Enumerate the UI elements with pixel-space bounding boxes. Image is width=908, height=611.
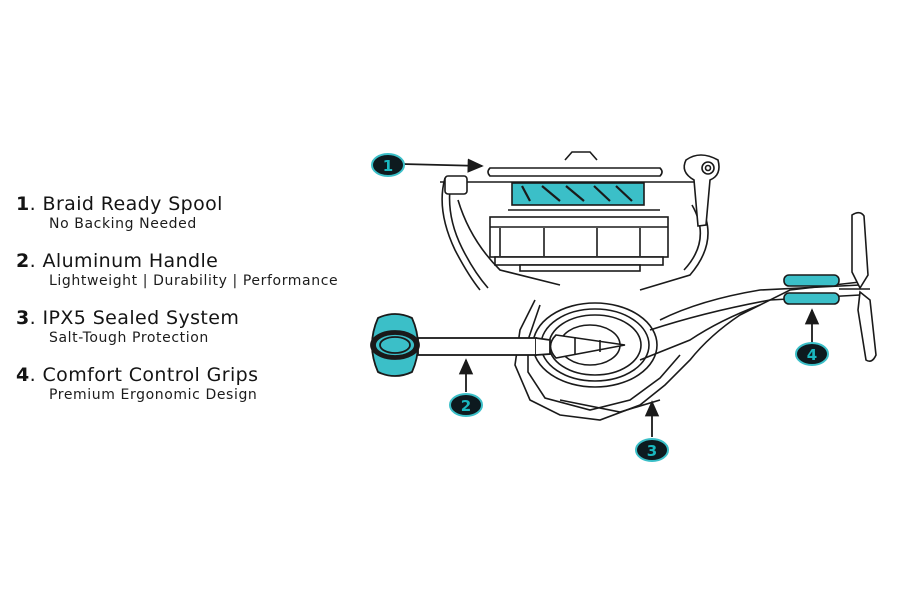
callout-badge-1: 1 [371,153,405,177]
grip-bottom [783,292,840,305]
bail [441,154,720,291]
reel-body [514,281,861,421]
feature-number: 2 [16,250,30,272]
feature-title: 3. IPX5 Sealed System [16,307,240,329]
callout-arrows [401,158,820,437]
feature-subtitle: No Backing Needed [49,216,197,232]
callout-badge-2: 2 [449,393,483,417]
feature-item-4: 4. Comfort Control Grips Premium Ergonom… [16,364,338,404]
callout-badge-3: 3 [635,438,669,462]
svg-text:3: 3 [647,442,657,460]
feature-item-3: 3. IPX5 Sealed System Salt-Tough Protect… [16,307,338,347]
feature-number: 3 [16,307,30,329]
svg-text:4: 4 [807,346,817,364]
arrow-1 [401,158,484,173]
feature-subtitle: Lightweight | Durability | Performance [49,273,339,289]
feature-title-text: Braid Ready Spool [42,193,223,215]
feature-title: 4. Comfort Control Grips [16,364,259,386]
spool [440,151,700,272]
feature-title: 1. Braid Ready Spool [16,193,223,215]
feature-title: 2. Aluminum Handle [16,250,219,272]
feature-number: 4 [16,364,30,386]
grips [783,211,877,362]
feature-title-text: IPX5 Sealed System [42,307,240,329]
feature-item-1: 1. Braid Ready Spool No Backing Needed [16,193,338,233]
feature-title-text: Aluminum Handle [42,250,219,272]
feature-subtitle: Salt-Tough Protection [49,330,209,346]
feature-number: 1 [16,193,30,215]
feature-list: 1. Braid Ready Spool No Backing Needed 2… [16,193,338,421]
feature-item-2: 2. Aluminum Handle Lightweight | Durabil… [16,250,338,290]
callout-badge-4: 4 [795,342,829,366]
svg-text:2: 2 [461,397,471,415]
handle [370,313,551,377]
grip-top [783,274,840,287]
feature-title-text: Comfort Control Grips [42,364,259,386]
svg-text:1: 1 [383,157,393,175]
feature-subtitle: Premium Ergonomic Design [49,387,258,403]
